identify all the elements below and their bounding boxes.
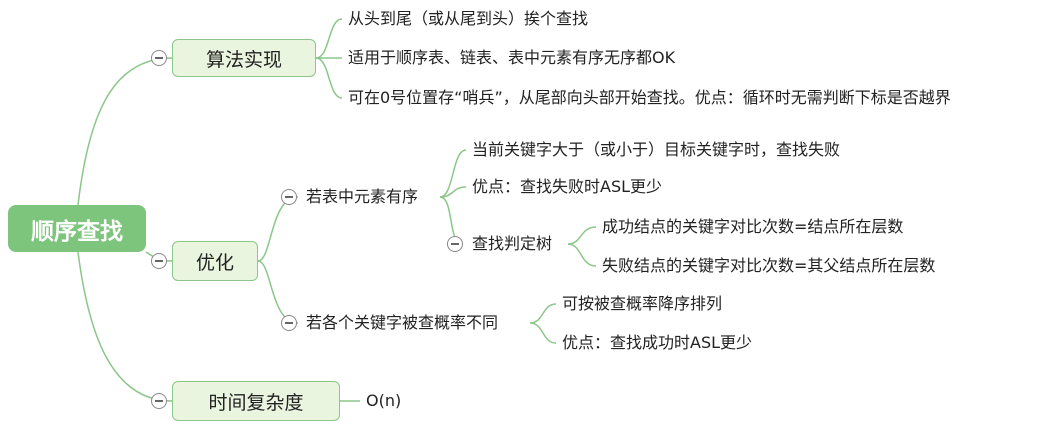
collapse-icon-opt[interactable]: [151, 253, 167, 269]
root-node[interactable]: 顺序查找: [8, 205, 146, 252]
tree-item-2[interactable]: 失败结点的关键字对比次数=其父结点所在层数: [602, 256, 936, 275]
prob-item-2[interactable]: 优点：查找成功时ASL更少: [562, 333, 753, 352]
link-opt-ordered: [257, 196, 299, 262]
link-ordered-item-1: [439, 149, 467, 198]
collapse-icon-tree[interactable]: [447, 236, 463, 252]
link-opt-prob: [257, 260, 299, 324]
tree-item-1[interactable]: 成功结点的关键字对比次数=结点所在层数: [602, 217, 904, 236]
link-root-algo: [77, 57, 173, 206]
opt-prob-label[interactable]: 若各个关键字被查概率不同: [306, 313, 499, 332]
collapse-icon-time[interactable]: [151, 393, 167, 409]
link-tree-item-2: [567, 243, 597, 267]
branch-algo[interactable]: 算法实现: [172, 39, 316, 77]
collapse-icon-algo[interactable]: [151, 50, 167, 66]
time-item-1[interactable]: O(n): [366, 391, 402, 410]
link-ordered-item-2: [439, 186, 467, 198]
link-prob-item-2: [529, 322, 557, 344]
prob-item-1[interactable]: 可按被查概率降序排列: [562, 294, 723, 313]
link-algo-item-1: [315, 18, 343, 59]
link-prob-item-1: [529, 303, 557, 324]
branch-time[interactable]: 时间复杂度: [172, 381, 340, 421]
tree-label[interactable]: 查找判定树: [472, 234, 553, 253]
collapse-icon-prob[interactable]: [281, 315, 297, 331]
branch-opt[interactable]: 优化: [172, 241, 258, 281]
algo-item-2[interactable]: 适用于顺序表、链表、表中元素有序无序都OK: [348, 48, 676, 67]
link-tree-item-1: [567, 226, 597, 245]
link-algo-item-3: [315, 57, 343, 99]
opt-ordered-label[interactable]: 若表中元素有序: [306, 187, 419, 206]
algo-item-1[interactable]: 从头到尾（或从尾到头）挨个查找: [348, 9, 589, 28]
collapse-icon-ordered[interactable]: [281, 189, 297, 205]
ordered-item-1[interactable]: 当前关键字大于（或小于）目标关键字时，查找失败: [472, 140, 841, 159]
ordered-item-2[interactable]: 优点：查找失败时ASL更少: [472, 177, 663, 196]
algo-item-3[interactable]: 可在0号位置存“哨兵”，从尾部向头部开始查找。优点：循环时无需判断下标是否越界: [348, 88, 951, 107]
link-root-time: [77, 251, 173, 402]
